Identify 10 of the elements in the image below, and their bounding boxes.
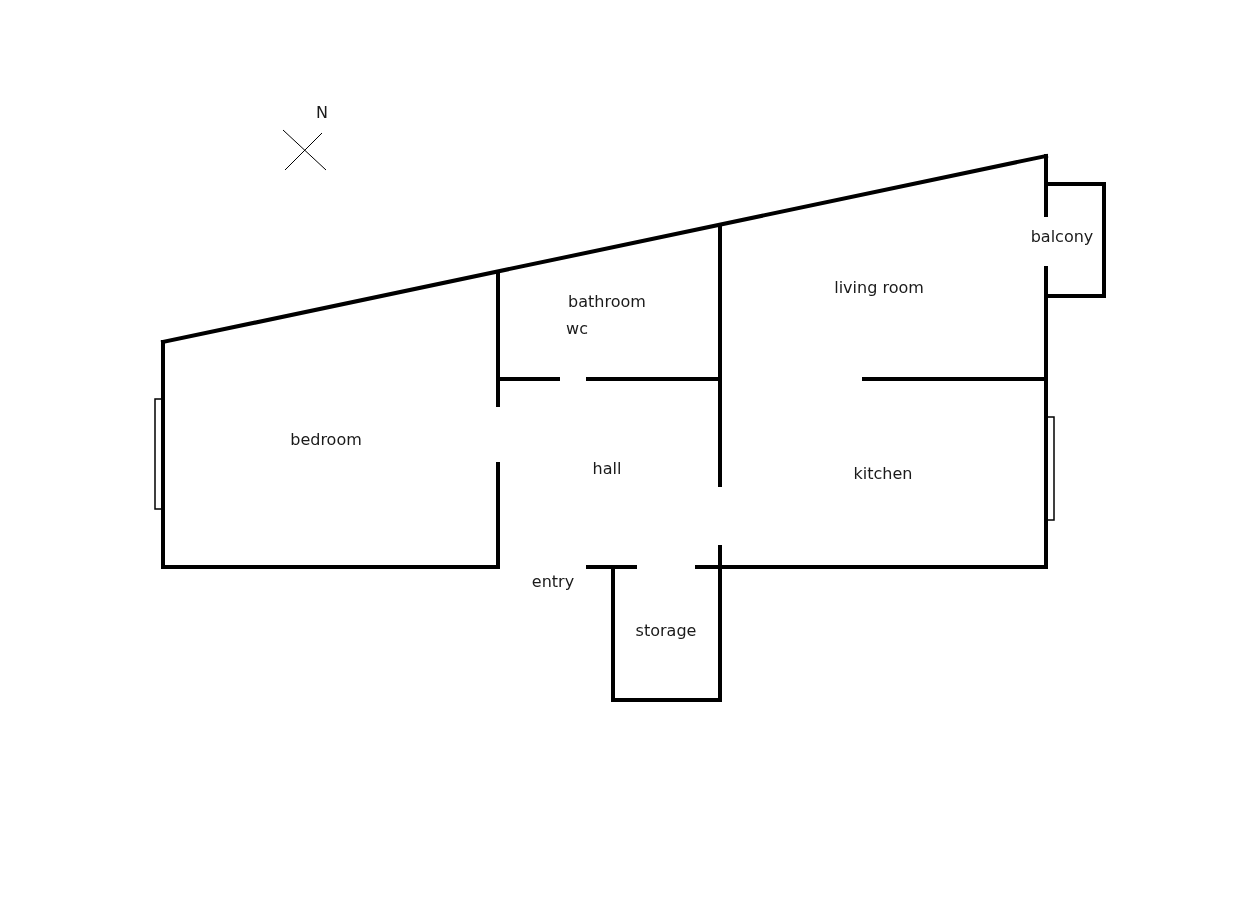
- room-label: balcony: [1030, 227, 1094, 247]
- room-label: wc: [566, 319, 588, 339]
- room-label: kitchen: [853, 464, 913, 484]
- room-label: living room: [834, 278, 924, 298]
- room-label: bedroom: [290, 430, 362, 450]
- room-label: hall: [592, 459, 622, 479]
- room-label: storage: [635, 621, 697, 641]
- room-label: entry: [531, 572, 575, 592]
- compass-label: N: [316, 103, 328, 123]
- room-label: bathroom: [568, 292, 646, 312]
